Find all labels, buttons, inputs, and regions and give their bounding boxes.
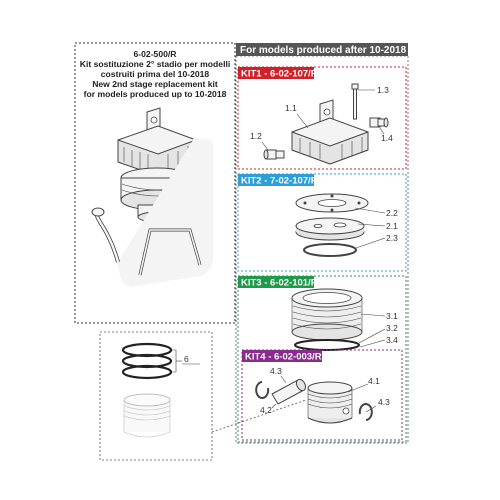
kit3-part-label-2: 3.2 [386, 323, 398, 333]
kit4-part-label-1: 4.1 [368, 376, 380, 386]
kit1-title-bg [238, 67, 314, 79]
kit2-valve-plate-drawing [295, 217, 365, 241]
kit1-part-label-1: 1.1 [285, 103, 297, 113]
kit1-part-label-2: 1.2 [250, 131, 262, 141]
kit4-piston-pin [271, 378, 307, 405]
kit4-part-label-3a: 4.3 [270, 366, 282, 376]
kit1-fitting-right [369, 117, 389, 128]
kit4-title-bg [242, 350, 322, 362]
kit2-part-label-2: 2.2 [386, 208, 398, 218]
piston-rings-drawing [121, 342, 173, 380]
old-kit-border [74, 42, 236, 324]
rings-inset: 6 [99, 331, 213, 461]
new-models-header-text: For models produced after 10-2018 [240, 45, 407, 56]
kit1-border [237, 66, 407, 170]
kit3-part-label-1: 3.1 [386, 311, 398, 321]
rings-inset-border [99, 331, 213, 461]
kit2-title: KIT2 - 7-02-107/R [241, 176, 318, 187]
faded-piston-drawing [123, 393, 171, 438]
new-models-frame [235, 55, 409, 444]
kit3-border [237, 275, 407, 443]
kit2-oring-drawing [303, 243, 357, 257]
old-kit-line-1: Kit sostituzione 2° stadio per modelli [80, 59, 231, 69]
kit3-part-label-3: 3.4 [386, 335, 398, 345]
kit3-cylinder-drawing [291, 288, 363, 341]
kit3-oring-drawing [294, 339, 360, 351]
rings-part-label: 6 [184, 354, 189, 364]
kit2-part-label-3: 2.3 [386, 233, 398, 243]
kit3-section: KIT3 - 6-02-101/R 3.1 3.2 3.4 [237, 275, 407, 443]
kit4-circlip-left [255, 381, 270, 399]
kit2-title-bg [238, 174, 314, 186]
kit1-title: KIT1 - 6-02-107/R [241, 69, 318, 80]
new-models-section: For models produced after 10-2018 [235, 43, 409, 444]
kit2-part-label-1: 2.1 [386, 221, 398, 231]
kit4-section: KIT4 - 6-02-003/R 4.3 4.1 [241, 349, 403, 441]
old-kit-line-4: for models produced up to 10-2018 [84, 89, 227, 99]
kit2-section: KIT2 - 7-02-107/R 2.2 2.1 2.3 [237, 173, 407, 272]
kit4-part-label-2: 4.2 [260, 405, 272, 415]
kit4-piston-drawing [307, 381, 353, 424]
kit4-circlip-right [358, 403, 373, 421]
kit1-bolt-drawing [351, 83, 359, 120]
old-kit-line-3: New 2nd stage replacement kit [92, 79, 218, 89]
kit4-part-label-3b: 4.3 [378, 397, 390, 407]
kit2-gasket-drawing [295, 193, 369, 213]
old-kit-code: 6-02-500/R [134, 49, 178, 59]
kit3-title: KIT3 - 6-02-101/R [241, 278, 318, 289]
rings-to-piston-connector [211, 399, 307, 433]
kit1-head-drawing [291, 99, 369, 165]
kit2-border [237, 173, 407, 272]
kit1-section: KIT1 - 6-02-107/R [237, 66, 407, 170]
kit4-title: KIT4 - 6-02-003/R [245, 352, 322, 363]
new-models-header-bar [236, 43, 408, 56]
old-kit-panel: 6-02-500/R Kit sostituzione 2° stadio pe… [74, 42, 236, 324]
old-kit-assembly-drawing [91, 107, 214, 287]
old-kit-line-2: costruiti prima del 10-2018 [101, 69, 210, 79]
kit3-title-bg [238, 276, 314, 288]
kit1-part-label-4: 1.4 [381, 133, 393, 143]
kit1-part-label-3: 1.3 [377, 85, 389, 95]
kit1-fitting-left [263, 149, 285, 160]
